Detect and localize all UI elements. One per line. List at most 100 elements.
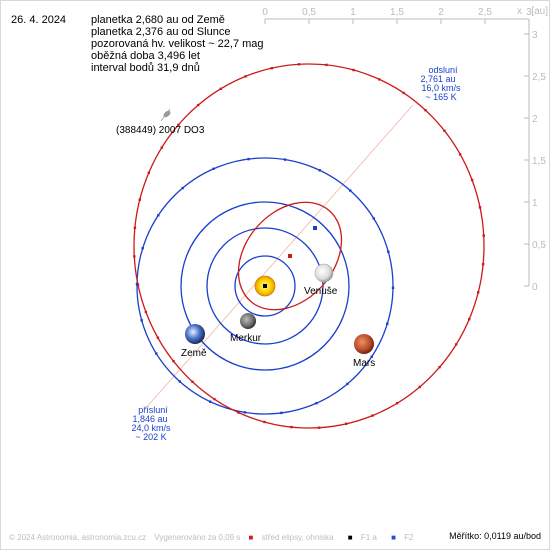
- asteroid-position-dot: [297, 63, 301, 66]
- mars-position-dot: [178, 380, 181, 383]
- asteroid-position-dot: [481, 263, 485, 266]
- mars-position-dot: [346, 382, 349, 386]
- info-line-earth-distance: planetka 2,680 au od Země: [91, 14, 225, 26]
- perihelion-title: přísluní: [138, 405, 168, 415]
- ellipse-center-marker: [288, 254, 292, 258]
- asteroid-position-dot: [482, 234, 485, 237]
- mars-position-dot: [391, 286, 395, 289]
- asteroid-position-dot: [455, 343, 458, 346]
- asteroid-position-dot: [438, 365, 441, 369]
- venus-label: Venuše: [304, 286, 338, 297]
- x-tick-label: 3: [526, 7, 532, 18]
- mars-position-dot: [212, 167, 215, 170]
- info-panel: planetka 2,680 au od Země planetka 2,376…: [91, 14, 264, 74]
- mars-position-dot: [349, 189, 352, 192]
- copyright-link[interactable]: © 2024 Astronomia, astronomia.zcu.cz: [9, 533, 147, 542]
- aphelion-temp: ~ 165 K: [425, 92, 456, 102]
- x-tick-label: 0,5: [302, 7, 316, 18]
- mars-position-dot: [386, 322, 389, 325]
- asteroid-position-dot: [443, 129, 446, 132]
- aphelion-title: odsluní: [428, 65, 458, 75]
- asteroid-label: (388449) 2007 DO3: [116, 125, 205, 136]
- info-line-magnitude: pozorovaná hv. velikost ~ 22,7 mag: [91, 38, 264, 50]
- mars-label: Mars: [353, 358, 375, 369]
- mars-planet: [354, 334, 374, 354]
- apsis-line: [144, 104, 414, 410]
- venus-planet: [314, 263, 334, 283]
- legend-center: střed elipsy, ohniska: [261, 533, 334, 542]
- axis-unit-label: [au]: [531, 6, 548, 17]
- x-tick-label: 2,5: [478, 7, 492, 18]
- perihelion-speed: 24,0 km/s: [131, 423, 171, 433]
- asteroid-position-dot: [213, 397, 216, 401]
- date-label: 26. 4. 2024: [11, 14, 67, 26]
- asteroid-position-dot: [458, 153, 462, 156]
- mars-position-dot: [157, 214, 160, 217]
- x-tick-label: 1,5: [390, 7, 404, 18]
- asteroid-position-dot: [371, 414, 374, 417]
- asteroid-position-dot: [237, 411, 240, 414]
- legend-f1: F1 a: [360, 533, 377, 542]
- footer: © 2024 Astronomia, astronomia.zcu.cz Vyg…: [9, 533, 549, 542]
- f1-legend-swatch: ■: [347, 533, 353, 542]
- asteroid-position-dot: [138, 198, 141, 201]
- aphelion-info: odsluní 2,761 au 16,0 km/s ~ 165 K: [420, 65, 461, 102]
- mars-position-dot: [135, 283, 139, 286]
- asteroid-position-dot: [133, 226, 137, 229]
- x-tick-label: 0: [262, 7, 268, 18]
- mars-position-dot: [283, 158, 287, 161]
- y-tick-label: 0: [532, 282, 538, 293]
- earth-orbit: [180, 201, 350, 371]
- earth-label: Země: [181, 348, 207, 359]
- earth-planet: [185, 324, 205, 344]
- asteroid-position-dot: [133, 255, 136, 258]
- asteroid-orbit-inner: [237, 201, 343, 311]
- asteroid-marker: [160, 108, 171, 122]
- perihelion-info: přísluní 1,846 au 24,0 km/s ~ 202 K: [131, 405, 171, 442]
- perihelion-distance: 1,846 au: [132, 414, 167, 424]
- mars-orbit: [136, 157, 394, 415]
- asteroid-position-dot: [263, 420, 266, 424]
- mars-position-dot: [318, 169, 321, 172]
- y-tick-label: 1: [532, 198, 538, 209]
- asteroid-position-dot: [325, 63, 328, 67]
- asteroid-position-dot: [290, 425, 293, 429]
- asteroid-position-dot: [378, 78, 381, 81]
- legend-f2: F2: [404, 533, 414, 542]
- asteroid-position-dot: [396, 402, 399, 405]
- info-line-interval: interval bodů 31,9 dnů: [91, 62, 200, 74]
- mars-position-dot: [247, 157, 250, 161]
- focus-f2-marker: [313, 226, 317, 230]
- aphelion-speed: 16,0 km/s: [421, 83, 461, 93]
- x-tick-label: 1: [350, 7, 356, 18]
- y-tick-label: 1,5: [532, 156, 546, 167]
- focus-f1-marker: [263, 284, 267, 288]
- asteroid-position-dot: [147, 171, 150, 174]
- mercury-label: Merkur: [230, 333, 262, 344]
- asteroid-position-dot: [219, 87, 222, 90]
- x-axis-label: x: [517, 6, 522, 17]
- asteroid-position-dot: [402, 91, 405, 95]
- mars-position-dot: [140, 319, 143, 322]
- asteroid-position-dot: [177, 123, 180, 127]
- asteroid-position-dot: [197, 103, 200, 107]
- f2-legend-swatch: ■: [391, 533, 396, 542]
- mars-position-dot: [181, 186, 184, 190]
- asteroid-position-dot: [191, 380, 194, 383]
- mercury-orbit: [234, 255, 296, 317]
- center-legend-swatch: ■: [248, 533, 254, 542]
- y-tick-label: 0,5: [532, 240, 546, 251]
- mercury-planet: [240, 313, 256, 329]
- mars-position-dot: [372, 217, 375, 220]
- asteroid-position-dot: [244, 75, 247, 78]
- asteroid-position-dot: [270, 67, 273, 70]
- asteroid-position-dot: [478, 206, 482, 209]
- asteroid-position-dot: [160, 146, 163, 149]
- asteroid-position-dot: [317, 426, 321, 429]
- asteroid-position-dot: [470, 178, 474, 182]
- x-tick-label: 2: [438, 7, 444, 18]
- info-line-period: oběžná doba 3,496 let: [91, 50, 200, 62]
- asteroid-position-dot: [418, 385, 421, 389]
- asteroid-position-dot: [477, 291, 480, 294]
